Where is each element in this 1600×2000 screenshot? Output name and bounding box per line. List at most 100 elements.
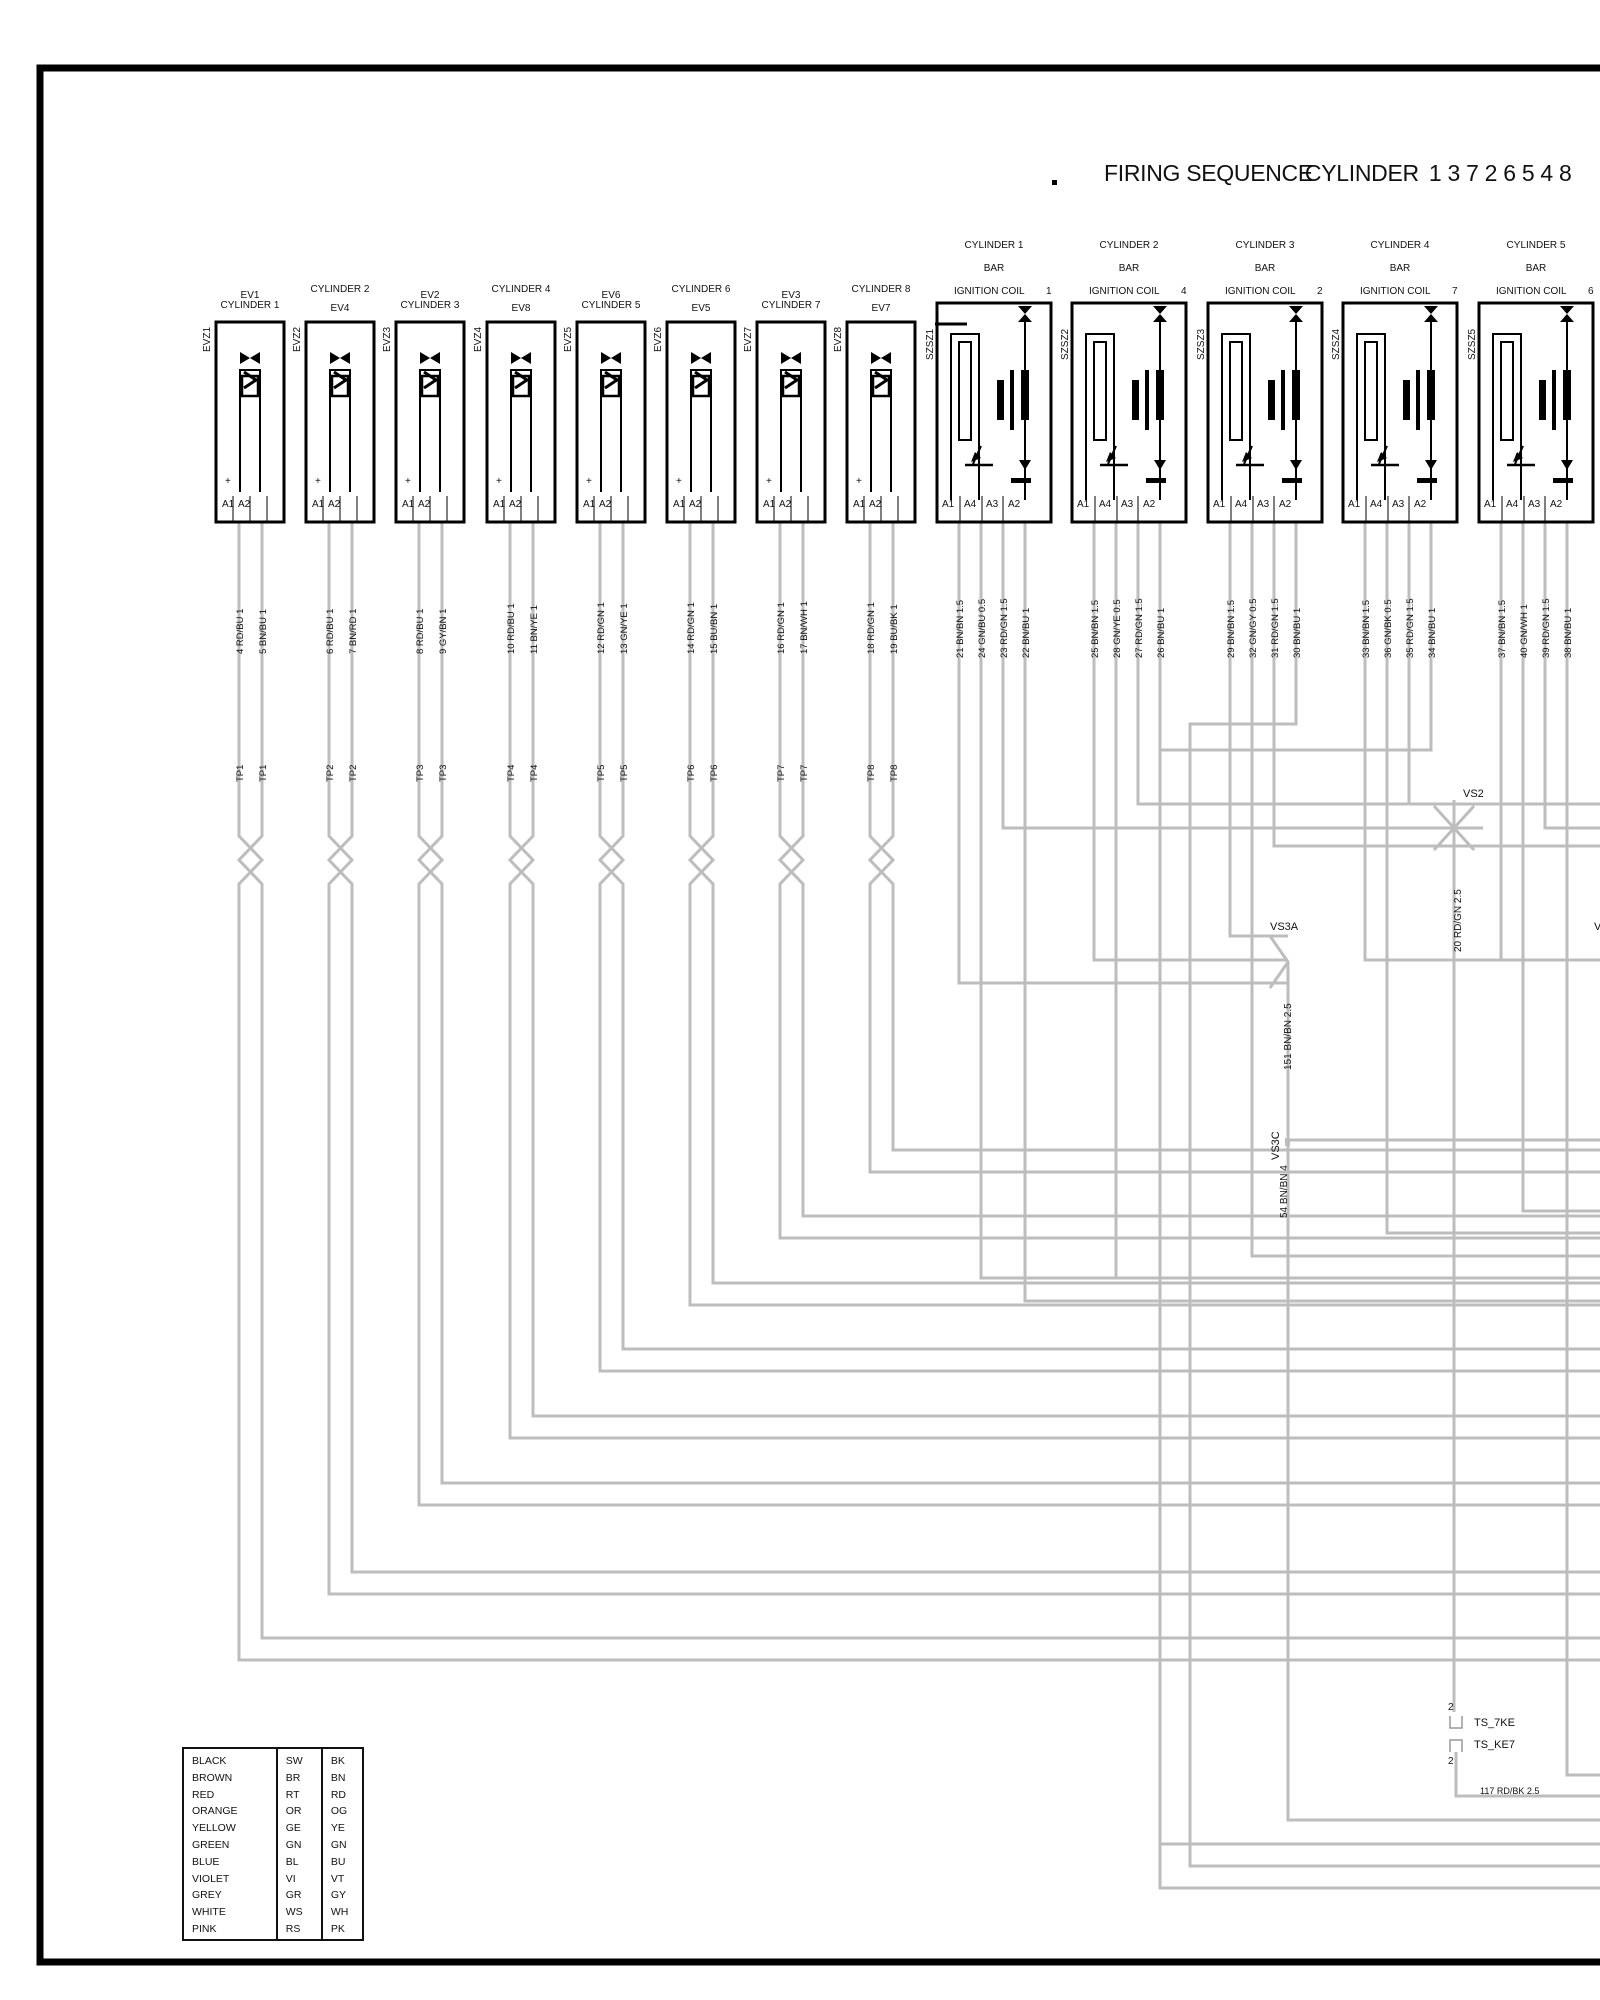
coil-name-label: IGNITION COIL [1496,286,1567,297]
legend-entry: GY [330,1889,346,1902]
test-point-label: TP5 [619,765,630,782]
coil-wire [1499,522,1600,962]
valve-connector-label: EVZ6 [653,327,664,352]
coil-pin-a1: A1 [1077,499,1090,510]
coil-wire [1158,522,1600,1846]
valve-cylinder-label: CYLINDER 3 [401,300,460,311]
legend-entry: WH [330,1906,349,1919]
coil-cylinder-label: CYLINDER 5 [1507,240,1566,251]
coil-name-label: IGNITION COIL [954,286,1025,297]
legend-entry: OR [285,1805,302,1818]
splice-vs2[interactable] [1425,800,1483,856]
legend-entry: ORANGE [192,1805,238,1818]
valve-pin-a1: A1 [312,499,325,510]
valve-plus-sign: + [496,476,502,487]
coil-wire [1407,522,1454,806]
coil-bar-label: BAR [984,263,1005,274]
coil-wire-label: 31 RD/GN 1.5 [1270,598,1281,658]
coil-connector-label: SZSZ1 [925,328,936,360]
splice-vs3a[interactable] [1268,935,1290,989]
vs3c-down-wire [1286,1146,1600,1822]
valve-id-label: EV1 [241,290,260,301]
test-point-label: TP3 [415,765,426,782]
coil-pin-a2: A2 [1414,499,1427,510]
terminal-pin-top: 2 [1448,1702,1454,1713]
valve-pin-a1: A1 [402,499,415,510]
coil-pin-a4: A4 [1506,499,1519,510]
legend-entry: BU [330,1855,346,1868]
coil-wire-label: 28 GN/YE 0.5 [1112,599,1123,658]
legend-entry: GREY [192,1889,222,1902]
vs3c-down-wire-label: 54 BN/BN 4 [1279,1165,1290,1218]
coil-connector-label: SZSZ3 [1196,328,1207,360]
legend-entry: PK [330,1922,345,1935]
coil-wire [1001,522,1454,830]
valve-plus-sign: + [225,476,231,487]
legend-entry: YELLOW [192,1822,236,1835]
legend-entry: BROWN [192,1771,233,1784]
valve-wire-label: 19 BU/BK 1 [889,604,900,654]
test-point-label: TP1 [258,765,269,782]
vs2-down-wire-label: 20 RD/GN 2.5 [1453,889,1464,952]
coil-wire [1250,522,1600,1258]
coil-wire [1363,522,1600,962]
splice-vs3c[interactable] [1285,1138,1290,1146]
coil-wire-label: 35 RD/GN 1.5 [1405,598,1416,658]
valve-cylinder-label: CYLINDER 7 [762,300,821,311]
sheet-frame [36,64,1600,1966]
valve-connector-label: EVZ3 [382,327,393,352]
valve-pin-a2: A2 [689,499,702,510]
valve-pin-a1: A1 [222,499,235,510]
vs3a-down-wire-label: 151 BN/BN 2.5 [1283,1003,1294,1070]
legend-entry: WHITE [192,1906,226,1919]
legend-entry: BLACK [192,1755,227,1767]
terminal-pin-bottom: 2 [1448,1756,1454,1767]
test-point-label: TP8 [866,765,877,782]
coil-number-label: 2 [1317,286,1323,297]
legend-entry: VT [330,1872,345,1885]
valve-plus-sign: + [586,476,592,487]
valve-id-label: EV6 [602,290,621,301]
coil-wire [1114,522,1600,1280]
valve-wire-label: 10 RD/BU 1 [506,603,517,654]
coil-wire-label: 30 BN/BU 1 [1292,608,1303,658]
coil-name-label: IGNITION COIL [1360,286,1431,297]
terminal-ts-ke7[interactable] [1449,1739,1463,1752]
coil-connector-label: SZSZ2 [1060,328,1071,360]
valve-id-label: EV5 [692,303,711,314]
coil-pin-a3: A3 [1528,499,1541,510]
coil-number-label: 1 [1046,286,1052,297]
valve-cylinder-label: CYLINDER 4 [492,284,551,295]
coil-wire [1543,522,1600,830]
valve-connector-label: EVZ7 [743,327,754,352]
valve-plus-sign: + [676,476,682,487]
valve-pin-a1: A1 [673,499,686,510]
test-point-label: TP1 [235,765,246,782]
coil-wire-label: 39 RD/GN 1.5 [1541,598,1552,658]
valve-wire-label: 16 RD/GN 1 [776,602,787,654]
valve-pin-a2: A2 [599,499,612,510]
terminal-ts-7ke[interactable] [1449,1716,1463,1729]
coil-bar-label: BAR [1526,263,1547,274]
valve-pin-a2: A2 [509,499,522,510]
valve-cylinder-label: CYLINDER 2 [311,284,370,295]
legend-entry: GR [285,1889,302,1902]
coil-pin-a1: A1 [1348,499,1361,510]
valve-wire-label: 8 RD/BU 1 [415,609,426,654]
coil-number-label: 4 [1181,286,1187,297]
